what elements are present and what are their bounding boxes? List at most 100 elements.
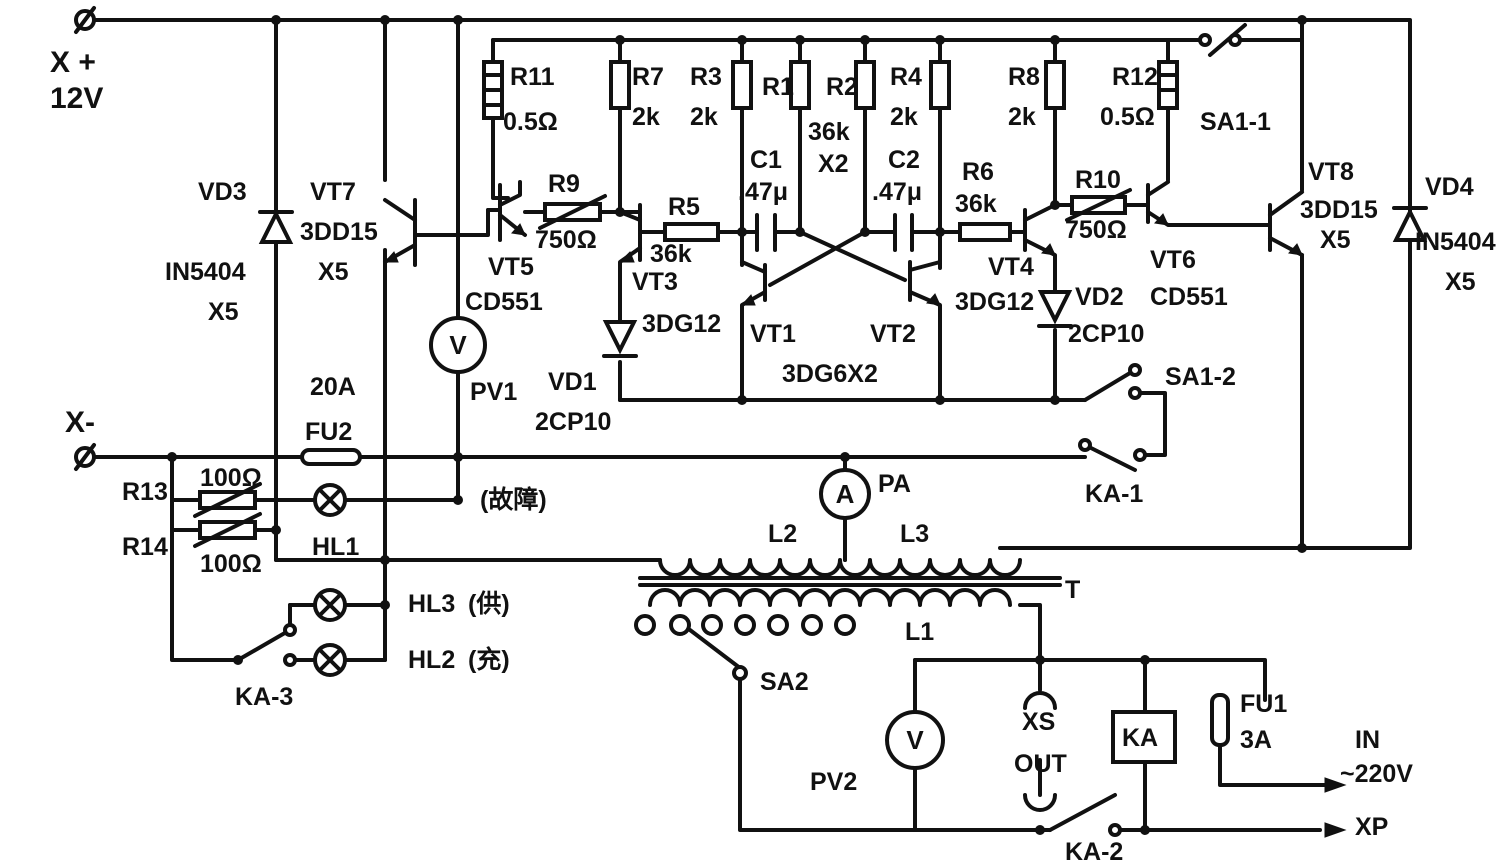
label-r8-value: 2k — [1008, 103, 1036, 131]
junction-dots — [167, 15, 1307, 835]
label-pa: PA — [878, 470, 911, 498]
label-vt8-part: 3DD15 — [1300, 196, 1378, 224]
label-fault: (故障) — [480, 485, 547, 514]
label-sa1-2: SA1-2 — [1165, 363, 1236, 391]
resistor-r13 — [193, 482, 262, 518]
label-xs: XS — [1022, 708, 1055, 736]
label-fu2-value: 20A — [310, 373, 356, 401]
label-vd4-part: IN5404 — [1415, 228, 1496, 256]
label-r5: R5 — [668, 193, 700, 221]
voltmeter-pv2: V — [885, 710, 945, 770]
switch-ka-1 — [1078, 438, 1147, 462]
label-r7: R7 — [632, 63, 664, 91]
label-ka-3: KA-3 — [235, 683, 293, 711]
switch-sa2 — [634, 614, 856, 681]
label-r10: R10 — [1075, 166, 1121, 194]
voltmeter-pv1: V — [429, 316, 487, 374]
resistor-r9 — [538, 194, 607, 230]
label-r11-value: 0.5Ω — [503, 108, 558, 136]
lamp-hl1 — [313, 483, 347, 517]
ammeter-pa: A — [819, 468, 871, 520]
label-vt7: VT7 — [310, 178, 356, 206]
capacitor-c1 — [755, 213, 777, 252]
label-hl3-note: (供) — [468, 590, 510, 618]
label-vd4: VD4 — [1425, 173, 1474, 201]
label-vd4-qty: X5 — [1445, 268, 1476, 296]
label-r6-value: 36k — [955, 190, 997, 218]
label-pv2: PV2 — [810, 768, 857, 796]
label-vt5: VT5 — [488, 253, 534, 281]
label-vt6: VT6 — [1150, 246, 1196, 274]
label-r13-value: 100Ω — [200, 464, 262, 492]
label-c1: C1 — [750, 146, 782, 174]
label-fu1: FU1 — [1240, 690, 1287, 718]
label-in-ac: ~220V — [1340, 760, 1413, 788]
label-vt7-part: 3DD15 — [300, 218, 378, 246]
label-vt5-part: CD551 — [465, 288, 543, 316]
label-c2-value: .47μ — [872, 178, 922, 206]
resistor-r1 — [789, 60, 811, 110]
label-r3-value: 2k — [690, 103, 718, 131]
label-r5-value: 36k — [650, 240, 692, 268]
resistor-r6 — [958, 222, 1012, 242]
label-hl1: HL1 — [312, 533, 359, 561]
label-vt12-part: 3DG6X2 — [782, 360, 878, 388]
switch-ka-3 — [283, 623, 297, 667]
label-in: IN — [1355, 726, 1380, 754]
label-fu1-value: 3A — [1240, 726, 1272, 754]
label-vd2-part: 2CP10 — [1068, 320, 1144, 348]
fuse-fu1 — [1210, 693, 1230, 747]
label-vt4-part: 3DG12 — [955, 288, 1034, 316]
resistor-r10 — [1065, 188, 1132, 222]
label-vd1-part: 2CP10 — [535, 408, 611, 436]
resistor-r4 — [929, 60, 951, 110]
label-r14: R14 — [122, 533, 168, 561]
label-t: T — [1065, 576, 1080, 604]
label-r9: R9 — [548, 170, 580, 198]
label-fu2: FU2 — [305, 418, 352, 446]
label-r7-value: 2k — [632, 103, 660, 131]
label-vd1: VD1 — [548, 368, 597, 396]
label-sa1-1: SA1-1 — [1200, 108, 1271, 136]
resistor-r7 — [609, 60, 631, 110]
label-r4: R4 — [890, 63, 922, 91]
capacitor-c2 — [893, 213, 914, 252]
label-l2: L2 — [768, 520, 797, 548]
label-hl2: HL2 — [408, 646, 455, 674]
label-l1: L1 — [905, 618, 934, 646]
label-vd3: VD3 — [198, 178, 247, 206]
label-vt6-part: CD551 — [1150, 283, 1228, 311]
label-pv1: PV1 — [470, 378, 517, 406]
resistor-r14 — [193, 512, 262, 548]
socket-xs — [1023, 691, 1057, 812]
label-r3: R3 — [690, 63, 722, 91]
label-r12: R12 — [1112, 63, 1158, 91]
label-r14-value: 100Ω — [200, 550, 262, 578]
label-c2: C2 — [888, 146, 920, 174]
label-vt3-part: 3DG12 — [642, 310, 721, 338]
label-x-minus: X- — [65, 406, 95, 439]
label-hl2-note: (充) — [468, 645, 510, 674]
label-ka-2: KA-2 — [1065, 838, 1123, 865]
switch-sa1-1 — [1198, 23, 1247, 57]
label-vd2: VD2 — [1075, 283, 1124, 311]
arrow-in-icon — [1324, 777, 1347, 793]
label-l3: L3 — [900, 520, 929, 548]
lamp-hl3 — [313, 588, 347, 622]
switch-ka-2 — [1108, 823, 1122, 837]
label-vt4: VT4 — [988, 253, 1034, 281]
label-ka-1: KA-1 — [1085, 480, 1143, 508]
diode-vd4 — [1392, 206, 1428, 242]
lamp-hl2 — [313, 643, 347, 677]
resistor-r8 — [1044, 60, 1066, 110]
diode-vd2 — [1037, 290, 1073, 328]
resistor-r12 — [1157, 60, 1179, 110]
terminal-x-plus — [74, 6, 96, 34]
resistor-r5 — [663, 222, 720, 242]
svg-text:A: A — [836, 479, 855, 509]
labels: X + 12V X- VD3 IN5404 X5 VT7 3DD15 X5 VT… — [50, 46, 1496, 865]
relay-ka — [1111, 710, 1177, 764]
label-hl3: HL3 — [408, 590, 455, 618]
switch-sa1-2 — [1128, 363, 1142, 400]
